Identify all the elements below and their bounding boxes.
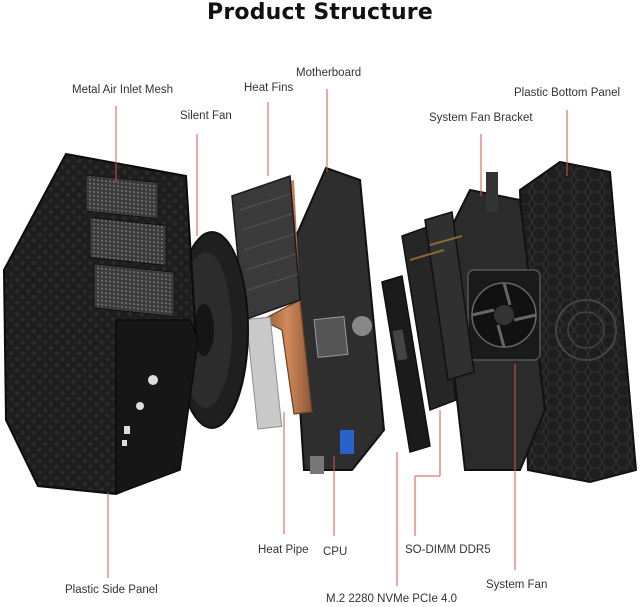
label-silent-fan: Silent Fan [180,110,232,122]
label-plastic-side-panel: Plastic Side Panel [65,584,158,596]
motherboard-part [288,166,386,474]
metal-air-inlet-mesh-part [85,174,175,317]
label-heat-pipe: Heat Pipe [258,544,309,556]
label-motherboard: Motherboard [296,67,362,79]
label-plastic-bottom-panel: Plastic Bottom Panel [514,87,621,99]
label-system-fan-bracket: System Fan Bracket [429,112,533,124]
label-so-dimm: SO-DIMM DDR5 [405,544,491,556]
leader-lines [107,89,568,586]
heat-fins-part [231,174,301,322]
page-title: Product Structure [207,0,433,25]
label-m2: M.2 2280 NVMe PCIe 4.0 [326,593,458,605]
label-metal-air-inlet-mesh: Metal Air Inlet Mesh [72,84,173,96]
label-cpu: CPU [323,546,348,558]
so-dimm-modules-part [401,211,475,412]
label-heat-fins: Heat Fins [244,82,294,94]
label-system-fan: System Fan [486,579,548,591]
plastic-bottom-panel-part [518,160,638,484]
housing-part [2,152,199,496]
m2-ssd-part [381,275,431,453]
system-fan-part [467,269,541,361]
